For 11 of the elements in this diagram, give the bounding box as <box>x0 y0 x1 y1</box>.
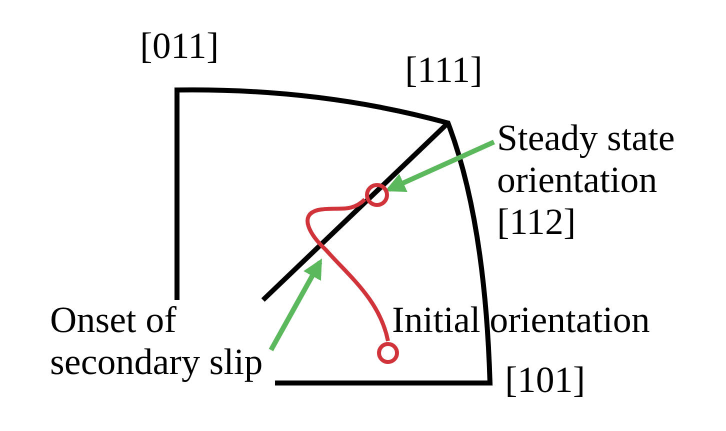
orientation-circle <box>365 183 389 207</box>
callout-text: Onset of secondary slip <box>50 300 268 384</box>
callout-text: Steady state orientation [112] <box>497 118 697 244</box>
pole-label: [011] <box>140 26 219 68</box>
pole-label: [111] <box>405 50 482 92</box>
caption-text: Initial orientation <box>392 300 650 342</box>
orientation-circle <box>377 342 399 364</box>
arrow <box>385 140 496 192</box>
arrow <box>268 258 322 352</box>
trajectory-line <box>306 198 390 342</box>
pole-label: [101] <box>505 360 586 402</box>
